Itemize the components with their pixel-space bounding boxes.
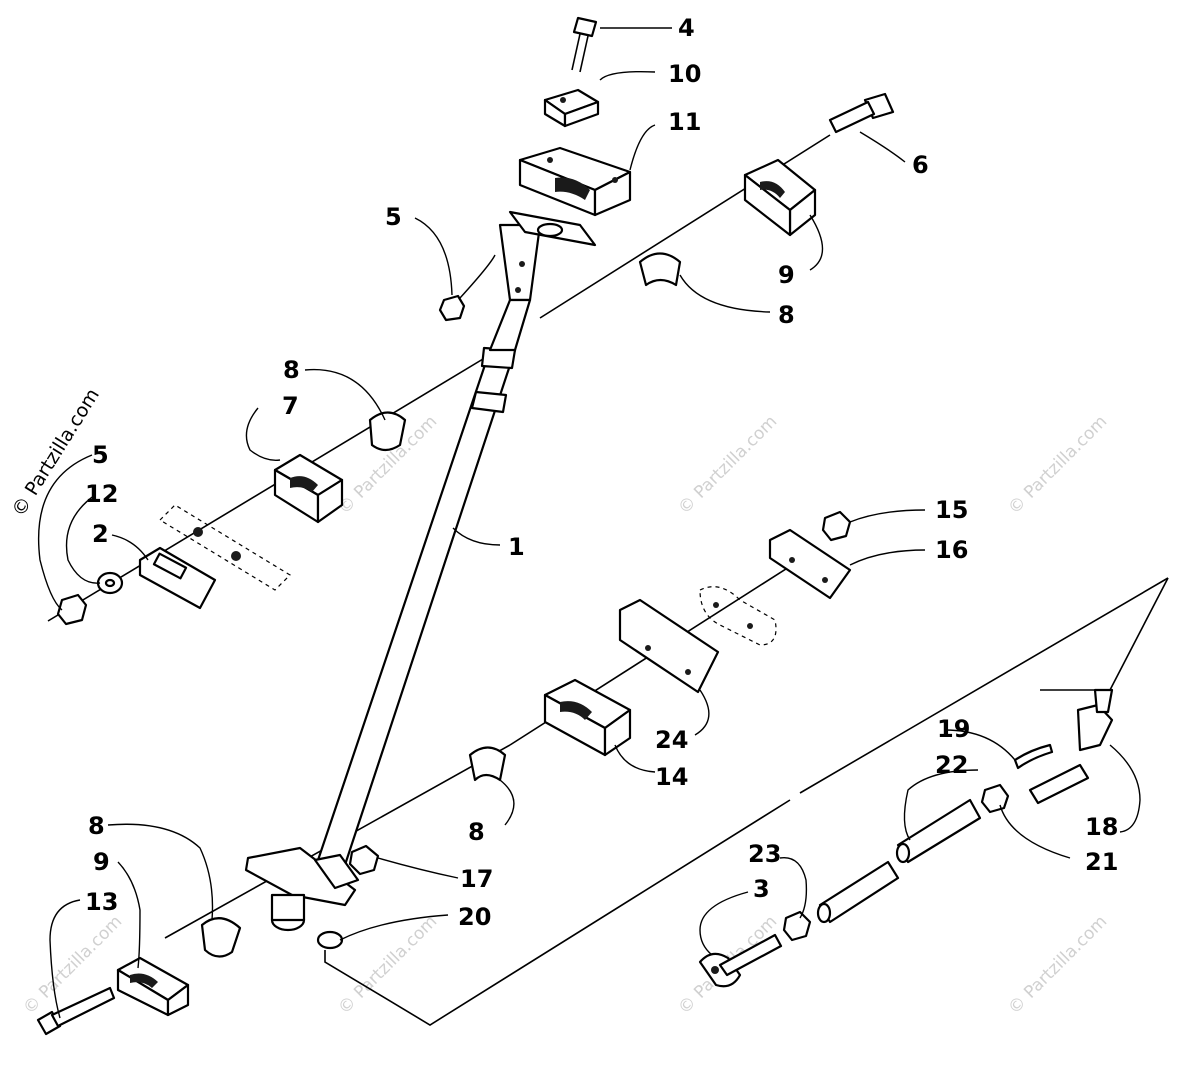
leader-lines [37,27,1141,1019]
bushing-8-lower [468,746,507,782]
block-7 [273,453,344,524]
bushing-8-upper [638,252,682,287]
callout-5-left: 5 [92,441,109,469]
callout-6: 6 [912,151,929,179]
callout-13: 13 [85,888,118,916]
callout-24: 24 [655,726,688,754]
nut-5-left [56,593,88,626]
callout-11: 11 [668,108,701,136]
watermark-repeat: © Partzilla.com [1004,912,1111,1019]
callout-labels: 1 2 3 4 5 5 6 7 8 8 8 8 9 9 10 11 12 13 … [85,14,1118,931]
nut-15 [821,510,852,542]
tie-rod-end-18 [1028,688,1114,805]
callout-23: 23 [748,840,781,868]
callout-21: 21 [1085,848,1118,876]
watermark-repeat: © Partzilla.com [1004,412,1111,519]
cotter-pin-19 [1013,743,1054,770]
washer-20 [316,930,344,950]
callout-12: 12 [85,480,118,508]
callout-8-lower: 8 [468,818,485,846]
callout-3: 3 [753,875,770,903]
nut-21 [980,783,1010,814]
callout-22: 22 [935,751,968,779]
bolt-6 [828,92,895,134]
watermark-repeat: © Partzilla.com [334,912,441,1019]
callout-9-lower: 9 [93,848,110,876]
callout-14: 14 [655,763,688,791]
callout-7: 7 [282,392,299,420]
plate-2 [138,546,217,610]
callout-17: 17 [460,865,493,893]
callout-2: 2 [92,520,109,548]
callout-5-upper: 5 [385,203,402,231]
tie-rod-end-3 [698,933,783,988]
bolt-4 [571,16,598,73]
cap-10 [543,88,600,128]
callout-15: 15 [935,496,968,524]
callout-18: 18 [1085,813,1118,841]
callout-16: 16 [935,536,968,564]
bolt-13 [36,986,116,1036]
gasket-dashed [699,586,777,646]
bushing-8-mid [368,411,407,452]
nut-23 [782,910,812,942]
watermark-repeat: © Partzilla.com [19,912,126,1019]
tube-22 [816,798,982,924]
washer-12 [96,571,124,595]
block-9-upper [743,158,817,237]
nut-17 [348,844,380,876]
nut-5-upper [438,294,466,322]
block-11 [518,146,632,217]
callout-10: 10 [668,60,701,88]
callout-4: 4 [678,14,695,42]
callout-8-bottom: 8 [88,812,105,840]
bushing-8-bottom [200,917,242,958]
block-14 [543,678,632,757]
callout-1: 1 [508,533,525,561]
callout-19: 19 [937,715,970,743]
steering-post [244,210,597,932]
callout-20: 20 [458,903,491,931]
block-9-lower [116,956,190,1017]
plate-24 [618,598,720,694]
watermark-repeat: © Partzilla.com [674,412,781,519]
callout-8-upper: 8 [778,301,795,329]
callout-9-upper: 9 [778,261,795,289]
callout-8-mid: 8 [283,356,300,384]
handlebar-dashed [159,504,291,591]
plate-16 [768,528,852,600]
